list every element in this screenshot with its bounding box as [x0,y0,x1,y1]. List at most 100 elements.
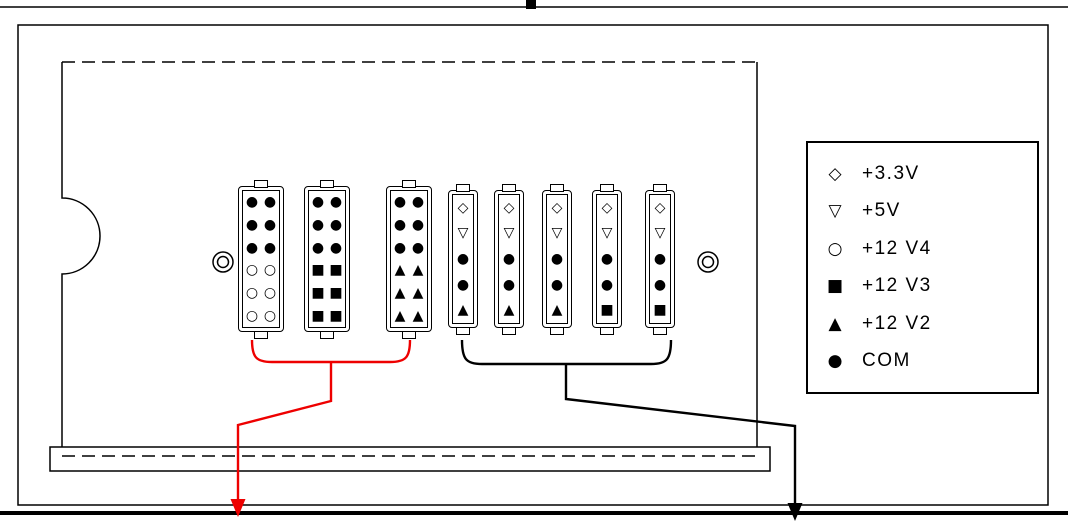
pin-3v3: ◇ [503,199,515,216]
red-wire [236,362,333,500]
pin-12v4: ○ [263,284,277,301]
legend-item-5v: ▽ +5V [808,200,1037,222]
screw-hole-left [212,251,234,273]
connector-2: ●●●●●●■■■■■■ [304,186,350,332]
pin-com: ● [411,194,425,211]
pin-3v3: ◇ [551,199,563,216]
legend-item-12v2: ▲ +12 V2 [808,313,1037,335]
pin-com: ● [263,194,277,211]
pin-com: ● [245,239,259,256]
pin-12v3: ■ [311,284,325,301]
pin-com: ● [263,239,277,256]
connector-pin-grid: ◇ ▽ ● ● ▲ [546,194,568,324]
pin-12v3: ■ [329,284,343,301]
pin-12v3: ■ [600,302,614,319]
connector-7: ◇▽●●■ [592,190,622,328]
red-arrowhead [230,499,246,517]
legend-symbol-5v: ▽ [828,201,842,222]
pin-12v2: ▲ [551,302,563,319]
pin-com: ● [550,250,564,267]
legend-label-3v3: +3.3V [862,162,920,184]
connector-6: ◇ ▽ ● ● ▲ [542,190,572,328]
legend-label-12v3: +12 V3 [862,275,932,297]
bottom-rule [0,511,1068,515]
connector-pin-grid: ◇▽●●▲ [452,194,474,324]
pin-12v4: ○ [245,307,259,324]
pin-com: ● [311,216,325,233]
legend-symbol-12v3: ■ [826,276,844,297]
connector-pin-grid: ◇▽●●■ [596,194,618,324]
connector-1: ●●●●●●○○○○○○ [238,186,284,332]
psu-bottom-tray [49,446,771,472]
pin-com: ● [311,194,325,211]
connector-pin-grid: ●●●●●●▲▲▲▲▲▲ [390,190,428,328]
black-arrowhead [787,503,803,521]
connector-5: ◇ ▽ ● ● ▲ [494,190,524,328]
legend-item-com: ● COM [808,350,1037,372]
pin-5v: ▽ [654,225,666,242]
connector-pin-grid: ◇ ▽ ● ● ■ [649,194,671,324]
pin-com: ● [456,250,470,267]
pin-3v3: ◇ [601,199,613,216]
pin-12v3: ■ [653,302,667,319]
pin-com: ● [329,194,343,211]
pin-com: ● [411,239,425,256]
legend-symbol-12v2: ▲ [828,313,842,334]
pin-com: ● [502,250,516,267]
pin-com: ● [456,276,470,293]
pin-com: ● [393,216,407,233]
pin-com: ● [311,239,325,256]
connector-pin-grid: ●●●●●●■■■■■■ [308,190,346,328]
pin-12v2: ▲ [412,262,424,279]
pin-12v2: ▲ [503,302,515,319]
legend-label-5v: +5V [862,200,901,222]
pin-com: ● [653,276,667,293]
legend-item-12v4: ○ +12 V4 [808,238,1037,260]
pin-12v2: ▲ [412,284,424,301]
pin-com: ● [653,250,667,267]
pin-12v4: ○ [245,284,259,301]
pin-3v3: ◇ [654,199,666,216]
pin-12v3: ■ [311,307,325,324]
pin-com: ● [245,216,259,233]
top-center-artifact [526,0,536,9]
pin-5v: ▽ [601,225,613,242]
pin-12v2: ▲ [394,307,406,324]
pin-5v: ▽ [503,225,515,242]
pin-com: ● [393,194,407,211]
pin-com: ● [263,216,277,233]
pin-5v: ▽ [551,225,563,242]
pin-12v4: ○ [245,262,259,279]
pin-com: ● [600,250,614,267]
connector-4: ◇▽●●▲ [448,190,478,328]
pin-12v3: ■ [329,307,343,324]
connector-3: ●●●●●●▲▲▲▲▲▲ [386,186,432,332]
pin-3v3: ◇ [457,199,469,216]
pin-com: ● [550,276,564,293]
pin-com: ● [502,276,516,293]
pin-com: ● [393,239,407,256]
screw-hole-right [697,251,719,273]
pin-12v4: ○ [263,307,277,324]
outer-frame [17,24,1049,506]
black-wire [564,364,797,504]
connector-pin-grid: ◇ ▽ ● ● ▲ [498,194,520,324]
legend-label-12v4: +12 V4 [862,237,932,259]
legend-symbol-3v3: ◇ [828,163,842,184]
connector-8: ◇ ▽ ● ● ■ [645,190,675,328]
pin-12v3: ■ [311,262,325,279]
legend-label-12v2: +12 V2 [862,312,932,334]
legend-label-com: COM [862,350,911,372]
pin-12v2: ▲ [394,262,406,279]
pin-12v4: ○ [263,262,277,279]
pin-com: ● [329,216,343,233]
legend-symbol-com: ● [827,351,843,372]
pin-12v2: ▲ [394,284,406,301]
pin-com: ● [329,239,343,256]
pin-com: ● [411,216,425,233]
pin-12v3: ■ [329,262,343,279]
pin-12v2: ▲ [412,307,424,324]
legend: ◇ +3.3V ▽ +5V ○ +12 V4 ■ +12 V3 ▲ +12 V2… [806,141,1039,394]
pin-com: ● [245,194,259,211]
